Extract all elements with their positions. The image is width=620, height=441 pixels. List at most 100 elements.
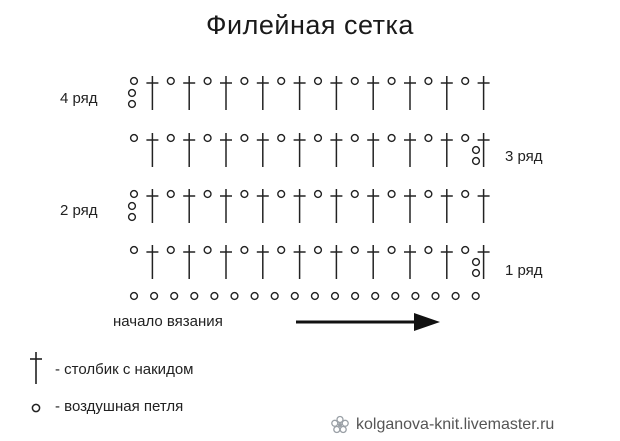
chain-loop-symbol xyxy=(387,189,396,199)
double-crochet-symbol xyxy=(330,189,343,223)
double-crochet-symbol xyxy=(220,133,232,167)
chain-loop-symbol xyxy=(424,76,433,86)
chain-loop-symbol xyxy=(129,76,139,86)
chain-loop-symbol xyxy=(350,245,359,255)
chain-loop-symbol xyxy=(310,291,320,301)
double-crochet-symbol xyxy=(440,133,453,167)
watermark: kolganova-knit.livemaster.ru xyxy=(330,415,554,435)
chain-loop-symbol xyxy=(277,76,286,86)
chain-loop-symbol xyxy=(350,189,359,199)
start-label: начало вязания xyxy=(113,313,223,330)
double-crochet-symbol xyxy=(404,76,416,110)
chain-loop-symbol xyxy=(371,291,380,301)
chain-loop-symbol xyxy=(471,268,481,278)
chain-loop-symbol xyxy=(471,257,481,267)
chain-loop-symbol xyxy=(240,76,249,86)
chain-loop-symbol xyxy=(461,245,470,255)
double-crochet-symbol xyxy=(293,133,306,167)
double-crochet-symbol xyxy=(183,189,196,223)
chain-loop-symbol xyxy=(127,201,137,211)
chain-loop-symbol xyxy=(240,245,249,255)
double-crochet-symbol xyxy=(477,245,490,279)
double-crochet-symbol xyxy=(256,133,269,167)
chain-loop-symbol xyxy=(166,76,175,86)
chain-loop-symbol xyxy=(190,291,199,301)
chain-loop-symbol xyxy=(431,291,440,301)
double-crochet-symbol xyxy=(367,76,380,110)
chain-loop-symbol xyxy=(277,189,286,199)
chain-loop-symbol xyxy=(424,189,433,199)
double-crochet-symbol xyxy=(183,245,196,279)
chain-loop-symbol xyxy=(127,99,137,109)
chain-loop-symbol xyxy=(127,212,137,222)
double-crochet-symbol xyxy=(367,245,380,279)
double-crochet-symbol xyxy=(146,189,159,223)
direction-arrow xyxy=(296,313,440,331)
chain-loop-symbol xyxy=(166,189,175,199)
chain-loop-legend-icon xyxy=(31,403,41,413)
double-crochet-symbol xyxy=(293,189,306,223)
chain-loop-symbol xyxy=(313,245,323,255)
legend-chain-text: - воздушная петля xyxy=(55,398,184,415)
chain-loop-symbol xyxy=(240,133,249,143)
double-crochet-legend-icon xyxy=(30,352,42,384)
double-crochet-symbol xyxy=(440,189,453,223)
double-crochet-symbol xyxy=(183,133,196,167)
chain-loop-symbol xyxy=(129,133,139,143)
chain-loop-symbol xyxy=(461,76,470,86)
chain-loop-symbol xyxy=(127,88,137,98)
double-crochet-symbol xyxy=(293,245,306,279)
chain-loop-symbol xyxy=(411,291,420,301)
chain-loop-symbol xyxy=(471,145,481,155)
chain-loop-symbol xyxy=(387,76,396,86)
chain-loop-symbol xyxy=(471,291,480,301)
chain-loop-symbol xyxy=(250,291,259,301)
chain-loop-symbol xyxy=(387,133,396,143)
chain-loop-symbol xyxy=(166,133,175,143)
double-crochet-symbol xyxy=(367,133,380,167)
chain-loop-symbol xyxy=(277,133,286,143)
double-crochet-symbol xyxy=(367,189,380,223)
chain-loop-symbol xyxy=(290,291,299,301)
row-label-2: 2 ряд xyxy=(60,202,98,219)
double-crochet-symbol xyxy=(293,76,306,110)
double-crochet-symbol xyxy=(256,245,269,279)
turning-chains xyxy=(127,88,481,278)
chain-loop-symbol xyxy=(203,245,212,255)
chain-loop-symbol xyxy=(230,291,239,301)
row-label-1: 1 ряд xyxy=(505,262,543,279)
double-crochet-symbol xyxy=(330,245,343,279)
watermark-text: kolganova-knit.livemaster.ru xyxy=(356,416,555,433)
chain-loop-symbol xyxy=(424,245,433,255)
chain-loop-symbol xyxy=(313,133,323,143)
chain-loop-symbol xyxy=(129,291,139,301)
chain-loop-symbol xyxy=(129,189,139,199)
chain-loop-symbol xyxy=(313,76,323,86)
double-crochet-symbol xyxy=(146,245,159,279)
double-crochet-symbol xyxy=(404,245,416,279)
chain-loop-symbol xyxy=(203,76,212,86)
chain-loop-symbol xyxy=(210,291,219,301)
chain-loop-symbol xyxy=(166,245,175,255)
row-1-symbols xyxy=(129,245,490,279)
double-crochet-symbol xyxy=(220,189,232,223)
chain-loop-symbol xyxy=(150,291,159,301)
row-2-symbols xyxy=(129,189,490,223)
double-crochet-symbol xyxy=(220,76,232,110)
double-crochet-symbol xyxy=(477,76,490,110)
double-crochet-symbol xyxy=(330,133,343,167)
double-crochet-symbol xyxy=(477,133,490,167)
chain-loop-symbol xyxy=(203,133,212,143)
flower-logo-icon xyxy=(331,415,349,434)
chain-loop-symbol xyxy=(471,156,481,166)
chain-loop-symbol xyxy=(277,245,286,255)
chain-loop-symbol xyxy=(270,291,279,301)
row-label-3: 3 ряд xyxy=(505,148,543,165)
double-crochet-symbol xyxy=(183,76,196,110)
chain-loop-symbol xyxy=(203,189,212,199)
chain-loop-symbol xyxy=(129,245,139,255)
foundation-chain xyxy=(129,291,480,301)
chain-loop-symbol xyxy=(330,291,340,301)
row-4-symbols xyxy=(129,76,490,110)
